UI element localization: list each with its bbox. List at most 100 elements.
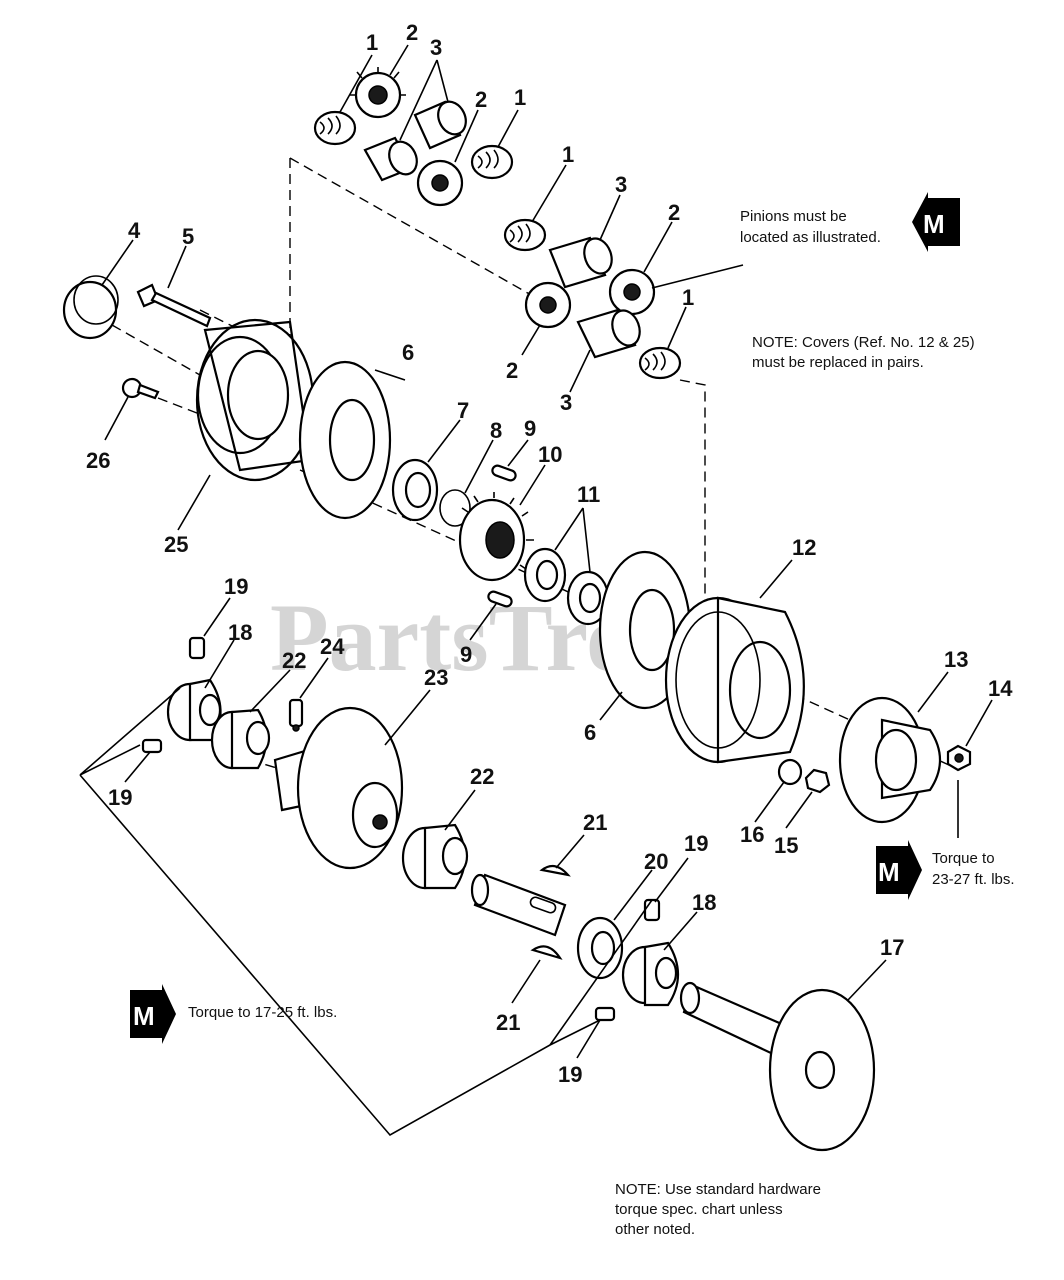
callout-10: 10 <box>538 442 562 467</box>
callout-19: 19 <box>684 831 708 856</box>
gear-10 <box>458 492 534 582</box>
callout-19: 19 <box>558 1062 582 1087</box>
svg-text:NOTE: Covers (Ref. No. 12 & 25: NOTE: Covers (Ref. No. 12 & 25) <box>752 334 975 351</box>
pinion-2a <box>350 67 406 119</box>
bearing-22a <box>210 708 271 770</box>
svg-text:Pinions must be: Pinions must be <box>740 208 847 225</box>
cover-25 <box>195 318 315 482</box>
pinion-2d <box>524 281 572 329</box>
callout-15: 15 <box>774 833 798 858</box>
callout-18: 18 <box>228 620 252 645</box>
callout-2: 2 <box>506 358 518 383</box>
callout-1: 1 <box>682 285 694 310</box>
callout-4: 4 <box>128 218 141 243</box>
note-torque-23: Torque to 23-27 ft. lbs. <box>932 850 1015 888</box>
callout-3: 3 <box>560 390 572 415</box>
snap-ring-8 <box>439 489 471 527</box>
bolt-26 <box>121 377 160 400</box>
callout-9: 9 <box>460 642 472 667</box>
m-badge-torque-17: M <box>130 984 176 1044</box>
svg-text:23-27 ft. lbs.: 23-27 ft. lbs. <box>932 871 1015 888</box>
callout-22: 22 <box>282 648 306 673</box>
callout-24: 24 <box>320 634 345 659</box>
callout-21: 21 <box>496 1010 520 1035</box>
callout-21: 21 <box>583 810 607 835</box>
key-21b <box>530 945 563 960</box>
svg-text:must be replaced in pairs.: must be replaced in pairs. <box>752 354 924 371</box>
callout-20: 20 <box>644 849 668 874</box>
callout-14: 14 <box>988 676 1013 701</box>
nut-15 <box>804 768 831 794</box>
shaft-pin <box>470 873 567 937</box>
callout-9: 9 <box>524 416 536 441</box>
key-21a <box>539 864 571 877</box>
callout-7: 7 <box>457 398 469 423</box>
bushing-3a <box>413 100 467 150</box>
callout-19: 19 <box>108 785 132 810</box>
set-screw-19a <box>188 636 206 660</box>
washer-11a <box>523 547 567 603</box>
callout-18: 18 <box>692 890 716 915</box>
callout-11: 11 <box>577 482 600 507</box>
callout-2: 2 <box>668 200 680 225</box>
bushing-3c <box>548 236 613 289</box>
washer-7 <box>391 458 439 522</box>
cover-12 <box>664 596 805 764</box>
svg-text:located as illustrated.: located as illustrated. <box>740 229 881 246</box>
note-torque-17: Torque to 17-25 ft. lbs. <box>188 1004 337 1021</box>
callout-6: 6 <box>584 720 596 745</box>
callout-19: 19 <box>224 574 248 599</box>
svg-text:M: M <box>133 1001 155 1031</box>
washer-20 <box>576 916 624 980</box>
svg-text:M: M <box>923 209 945 239</box>
callout-23: 23 <box>424 665 448 690</box>
m-badge-pinions: M <box>912 192 960 252</box>
callout-16: 16 <box>740 822 764 847</box>
svg-text:M: M <box>878 857 900 887</box>
grease-fitting-24 <box>288 698 304 732</box>
gasket-6a <box>298 360 392 520</box>
callout-5: 5 <box>182 224 194 249</box>
callout-13: 13 <box>944 647 968 672</box>
key-9a <box>491 464 517 482</box>
spring-1c <box>503 218 547 252</box>
set-screw-19c <box>643 898 661 922</box>
callout-1: 1 <box>514 85 526 110</box>
callout-2: 2 <box>406 20 418 45</box>
spring-1a <box>313 110 357 146</box>
svg-text:Torque to 17-25 ft. lbs.: Torque to 17-25 ft. lbs. <box>188 1004 337 1021</box>
spring-1b <box>470 144 514 180</box>
callout-12: 12 <box>792 535 816 560</box>
bearing-22b <box>401 823 469 890</box>
shaft-hub-23 <box>273 706 404 870</box>
svg-text:torque spec. chart unless: torque spec. chart unless <box>615 1201 783 1218</box>
svg-text:Torque to: Torque to <box>932 850 995 867</box>
callout-2: 2 <box>475 87 487 112</box>
note-covers: NOTE: Covers (Ref. No. 12 & 25) must be … <box>752 334 975 371</box>
m-badge-torque-23: M <box>876 840 922 900</box>
pinion-2c <box>608 268 656 316</box>
callout-17: 17 <box>880 935 904 960</box>
key-9b <box>487 590 513 608</box>
note-hardware: NOTE: Use standard hardware torque spec.… <box>615 1181 821 1238</box>
cap-4 <box>62 275 119 340</box>
callout-1: 1 <box>366 30 378 55</box>
collar-18a <box>166 678 222 742</box>
callout-labels: 1 2 3 2 1 1 3 2 2 1 3 4 5 26 25 6 7 8 9 … <box>86 20 1013 1087</box>
axle-17 <box>679 981 876 1152</box>
bushing-3d <box>576 308 641 359</box>
callout-3: 3 <box>430 35 442 60</box>
hub-13 <box>838 696 941 824</box>
callout-25: 25 <box>164 532 188 557</box>
callout-22: 22 <box>470 764 494 789</box>
note-pinions: Pinions must be located as illustrated. <box>740 208 881 246</box>
spring-1d <box>638 346 682 380</box>
callout-3: 3 <box>615 172 627 197</box>
callout-8: 8 <box>490 418 502 443</box>
svg-text:other noted.: other noted. <box>615 1221 695 1238</box>
callout-26: 26 <box>86 448 110 473</box>
nut-14 <box>946 744 972 772</box>
bolt-5 <box>136 283 212 328</box>
pinion-2b <box>416 159 464 207</box>
